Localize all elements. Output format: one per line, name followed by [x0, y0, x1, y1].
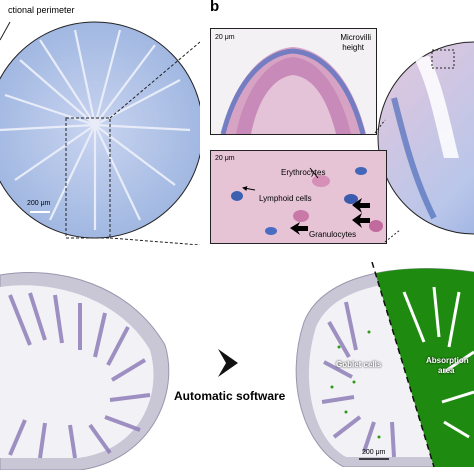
erythrocytes-label: Erythrocytes	[281, 168, 326, 177]
inset-top-scale: 20 μm	[215, 34, 235, 41]
lymphoid-label: Lymphoid cells	[259, 194, 312, 203]
granulocytes-label: Granulocytes	[309, 230, 357, 239]
perimeter-label: ctional perimeter	[8, 5, 75, 15]
panel-a: ctional perimeter 200 μm	[0, 0, 200, 245]
intestine-slide-left	[0, 272, 170, 470]
automatic-software-label: Automatic software	[174, 389, 286, 403]
absorption-label-2: area	[438, 366, 455, 375]
scale-bar-bottom: 200 μm	[362, 449, 386, 456]
goblet-cells-label: Goblet cells	[336, 360, 382, 369]
panel-letter-b: b	[210, 0, 220, 15]
chevron-right-icon	[218, 349, 238, 377]
scale-bar-a: 200 μm	[27, 200, 51, 207]
cells-inset: 20 μm Erythrocytes Lymphoid cells Granul…	[210, 150, 387, 244]
microvilli-caption-2: height	[342, 43, 364, 52]
intestine-slide-right	[295, 262, 474, 467]
microvilli-inset: 20 μm Microvilli height	[210, 28, 377, 135]
inset-bottom-scale: 20 μm	[215, 155, 235, 162]
microvilli-image	[220, 47, 366, 134]
intestine-cross-section-a	[0, 21, 200, 245]
absorption-label-1: Absorption	[426, 356, 469, 365]
microvilli-caption-1: Microvilli	[340, 33, 371, 42]
magnified-circle	[377, 41, 474, 235]
cells-image	[231, 167, 383, 235]
